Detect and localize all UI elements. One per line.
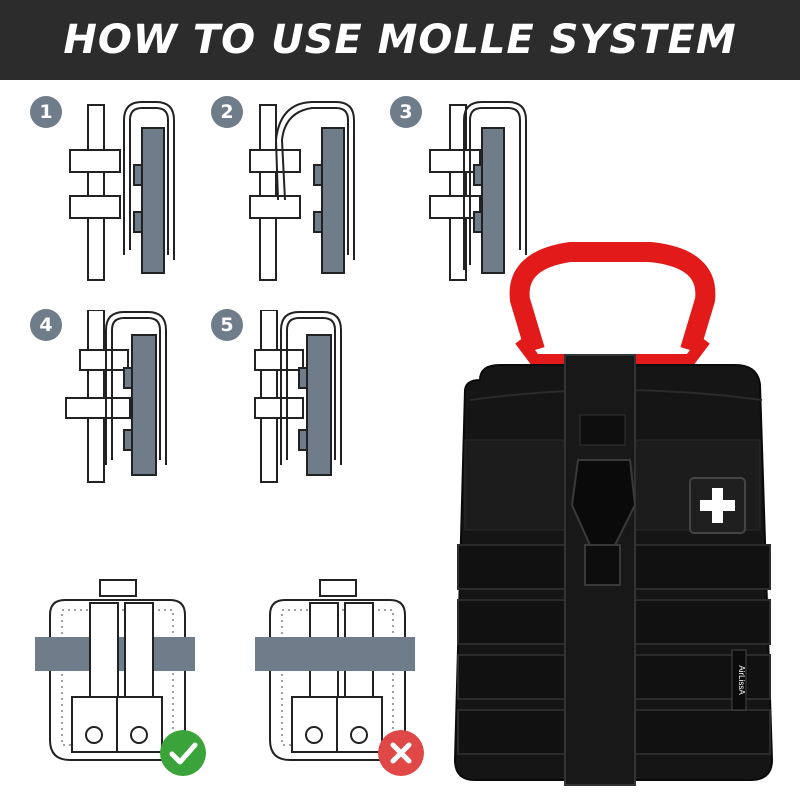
first-aid-pouch-photo: AirLissA — [453, 242, 774, 786]
step-number: 2 — [220, 101, 234, 123]
step-number: 5 — [220, 314, 234, 336]
page-title: HOW TO USE MOLLE SYSTEM — [63, 17, 737, 63]
medical-cross-icon — [700, 488, 735, 523]
step-3-badge: 3 — [390, 96, 422, 128]
step-number: 3 — [399, 101, 413, 123]
step-5-badge: 5 — [211, 309, 243, 341]
step-5-diagram — [254, 310, 342, 483]
step-4-diagram — [65, 310, 167, 483]
step-1-badge: 1 — [30, 96, 62, 128]
step-2-diagram — [249, 101, 355, 281]
step-3-diagram — [429, 101, 527, 281]
correct-mounting-diagram — [35, 579, 195, 761]
step-4-badge: 4 — [30, 309, 62, 341]
cross-icon — [378, 730, 424, 776]
checkmark-icon — [160, 730, 206, 776]
step-number: 4 — [39, 314, 53, 336]
step-2-badge: 2 — [211, 96, 243, 128]
red-handle — [509, 242, 716, 353]
step-1-diagram — [69, 101, 175, 281]
incorrect-mounting-diagram — [255, 579, 415, 761]
brand-label: AirLissA — [737, 665, 746, 695]
title-banner: HOW TO USE MOLLE SYSTEM — [0, 0, 800, 80]
step-number: 1 — [39, 101, 53, 123]
